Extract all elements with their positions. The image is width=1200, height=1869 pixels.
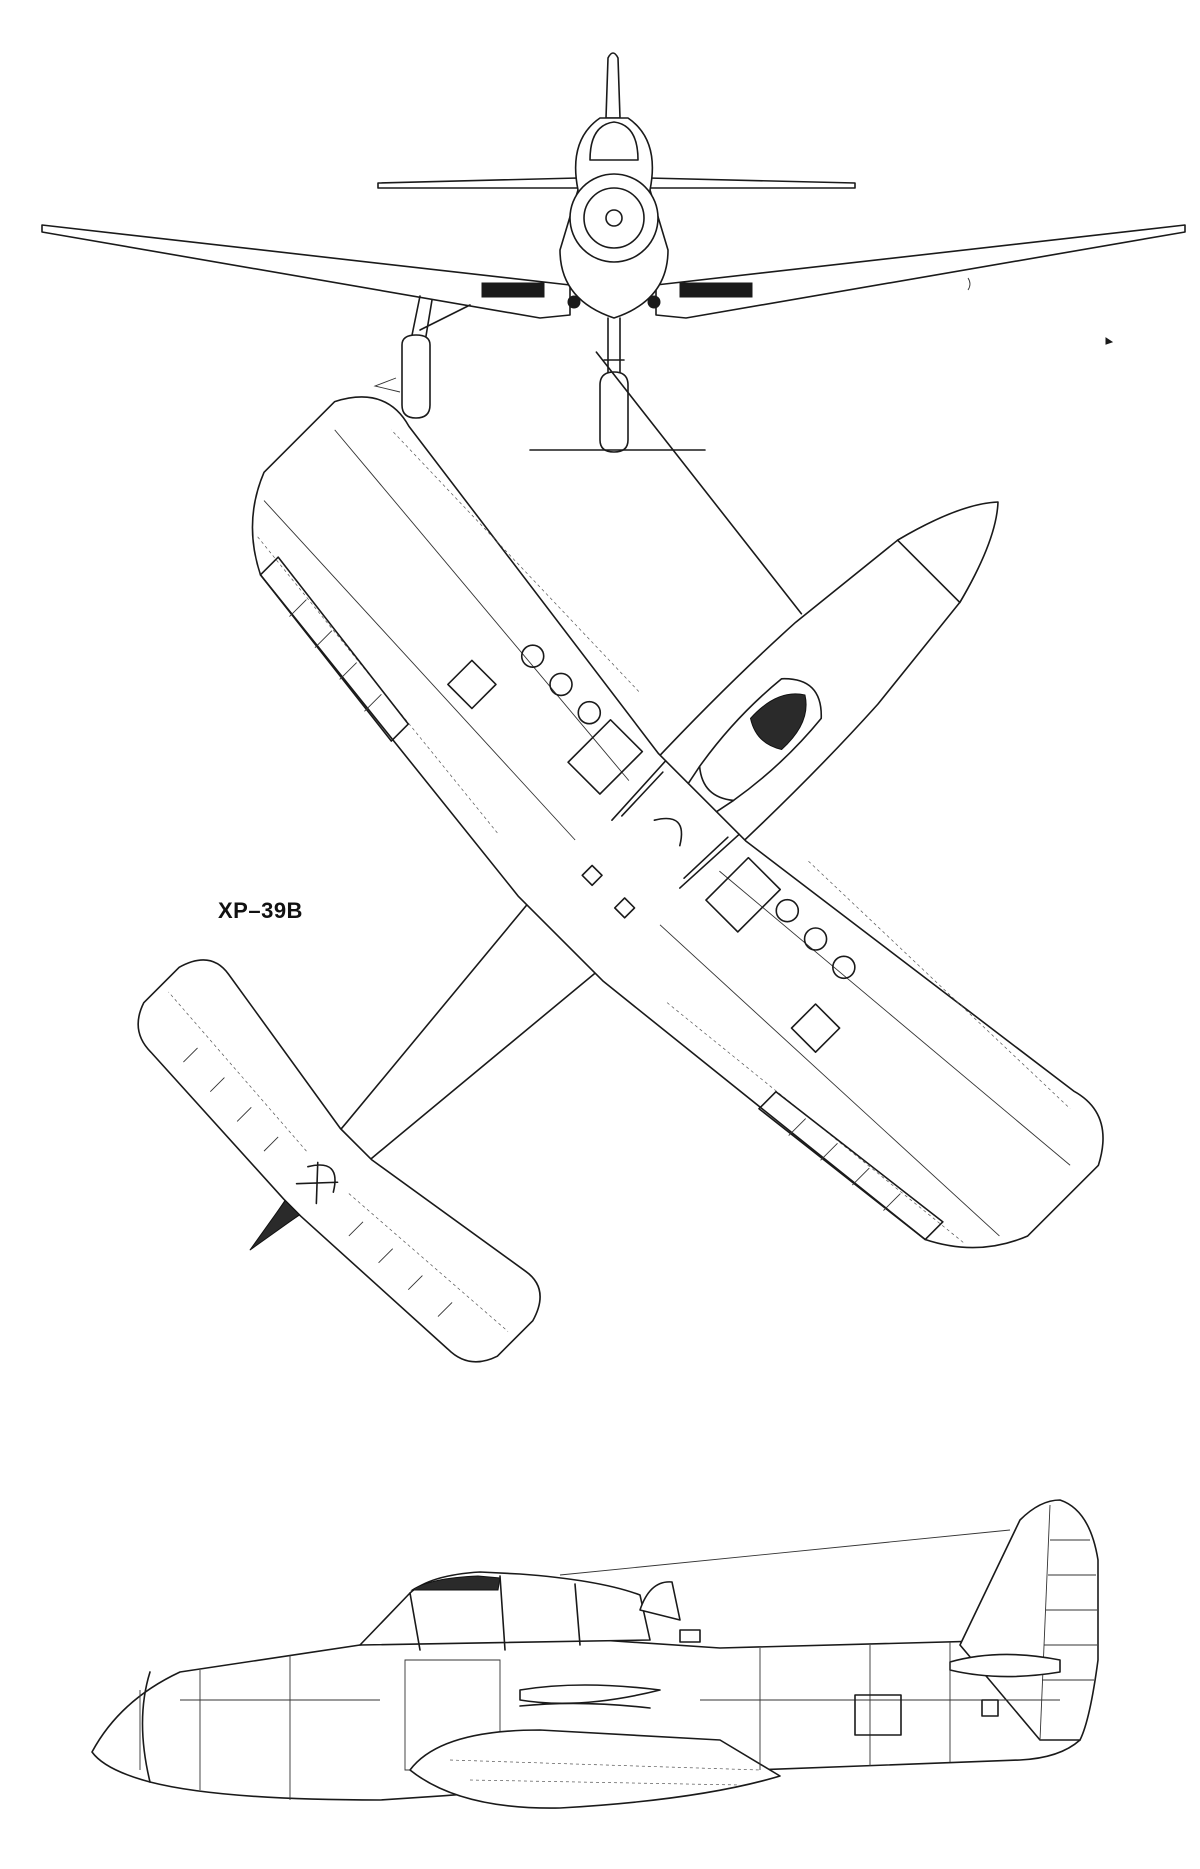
front-canopy [589,121,639,161]
side-canopy-frames [409,1575,581,1651]
top-left-access-panel [447,659,497,710]
top-exhaust-right [678,833,740,889]
top-nose [896,501,999,604]
front-right-wing [655,224,1186,319]
front-right-wing-intake [679,282,753,298]
top-right-port-1 [775,898,800,923]
top-left-port-3 [520,644,545,668]
front-right-gun-port [647,295,661,309]
top-right-port-2 [803,927,828,951]
side-tail-vent [981,1699,999,1717]
front-tick-mark [1105,337,1114,345]
front-left-wing-intake [481,282,545,298]
top-right-gun-bay [705,856,782,933]
top-view [137,351,1104,1363]
top-wing-spar-line [263,429,1071,1237]
side-gun-vent [679,1629,701,1643]
top-tail-detail [295,1161,339,1205]
top-left-aileron [259,556,410,742]
top-vent-2 [613,897,636,919]
top-left-gun-bay [567,718,644,795]
side-flap-lines [449,1759,761,1786]
front-left-gear-door [373,377,401,393]
side-nose-panel [141,1671,151,1783]
side-rudder-hinge [1039,1504,1051,1741]
side-canopy [359,1571,651,1646]
top-exhaust-left [611,760,667,822]
top-tailplane [137,959,541,1363]
front-spinner [583,187,645,249]
top-right-aileron [758,1090,944,1241]
side-view [91,1499,1099,1809]
top-antenna [595,351,803,615]
side-stabilizer [949,1653,1061,1678]
top-canopy-frame [653,765,735,847]
top-canopy-glazing [749,693,807,751]
front-spinner-center [605,209,623,227]
top-left-port-2 [549,672,573,697]
aircraft-designation-label: XP–39B [218,898,303,923]
front-view [41,52,1186,453]
front-left-wing [41,224,571,319]
front-fin [605,52,621,119]
side-antenna-wire [559,1529,1011,1576]
front-left-wheel [401,334,431,419]
top-left-port-1 [577,700,602,725]
side-wing-root [409,1729,781,1809]
front-left-gun-port [567,295,581,309]
side-panel-lines [139,1642,1060,1800]
top-right-port-3 [832,955,856,980]
front-nose-gear-strut [603,317,625,381]
side-canopy-glazing-top [410,1575,501,1591]
top-elevator-ribs [183,1047,453,1317]
top-elevator-hinge [168,991,509,1332]
side-rudder-ribs [1042,1539,1097,1681]
top-vent-1 [581,864,603,887]
front-nose-wheel [599,371,629,453]
side-headrest [639,1581,681,1621]
top-tail-cone [249,1199,301,1251]
side-access-hatch [854,1694,902,1736]
top-right-access-panel [790,1003,841,1053]
side-exhaust-stacks [519,1684,661,1709]
top-flap-ribs [289,599,901,1211]
front-pitot-mark [967,277,971,291]
